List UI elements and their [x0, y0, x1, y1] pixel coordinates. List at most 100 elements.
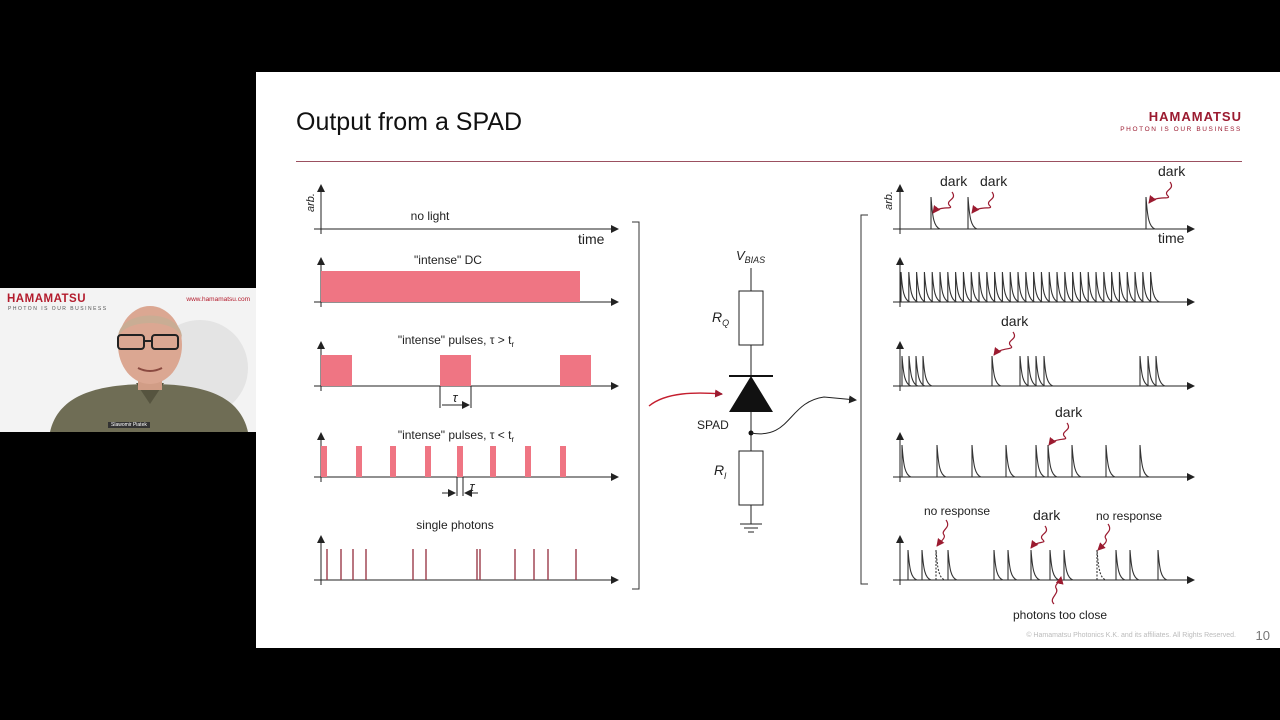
r1-dark-3-label: dark — [1158, 163, 1186, 179]
r3-spike-5 — [991, 355, 1002, 387]
r4-spike-7 — [1071, 444, 1082, 478]
r4-spike-9 — [1139, 444, 1150, 478]
r4-spike-2 — [936, 444, 947, 478]
spad-diode — [729, 376, 773, 412]
label-pulses-long: "intense" pulses, τ > tr — [398, 333, 515, 349]
presenter-video — [50, 306, 248, 432]
presentation-slide: Output from a SPAD HAMAMATSU PHOTON IS O… — [256, 72, 1280, 648]
left-y-axis-label: arb. — [305, 193, 317, 212]
webcam-feed: HAMAMATSU PHOTON IS OUR BUSINESS www.ham… — [0, 288, 256, 432]
short-pulse-5 — [457, 446, 463, 477]
dc-block — [321, 271, 580, 302]
photons-too-close-label: photons too close — [1013, 608, 1107, 622]
r3-dark-label: dark — [1001, 313, 1029, 329]
r3-spike-4 — [922, 355, 933, 387]
r5-spike-4 — [947, 549, 958, 581]
r1-dark-2-label: dark — [980, 173, 1008, 189]
r5-dark-arrow — [1030, 525, 1047, 549]
r5-spike-2 — [921, 549, 932, 581]
r3-dark-arrow — [993, 331, 1015, 356]
no-response-arrow-2 — [1097, 523, 1111, 551]
r4-spike-8 — [1105, 444, 1116, 478]
r4-spike-3 — [971, 444, 982, 478]
r5-spike-6 — [1007, 549, 1018, 581]
left-panel: arb. time no light "intense" DC "intense" pu… — [305, 184, 619, 585]
output-arrow — [750, 395, 857, 435]
r5-spike-13 — [1157, 549, 1168, 581]
r2-spike-33 — [1150, 271, 1160, 303]
r4-spike-1 — [901, 444, 912, 478]
r5-spike-1 — [907, 549, 918, 581]
vbias-label: VBIAS — [736, 248, 765, 265]
slide-title: Output from a SPAD — [296, 108, 523, 136]
r5-dark-label: dark — [1033, 507, 1061, 523]
right-panel: arb. time dark dark dark dark dark no response n… — [883, 163, 1195, 622]
label-pulses-short: "intense" pulses, τ < tr — [398, 428, 515, 444]
right-y-axis-label: arb. — [883, 191, 895, 210]
label-no-light: no light — [411, 209, 450, 223]
r1-spike-3 — [1145, 196, 1156, 230]
r4-dark-arrow — [1048, 422, 1069, 446]
no-response-arrow-1 — [936, 519, 949, 547]
copyright-footer: © Hamamatsu Photonics K.K. and its affil… — [1026, 632, 1236, 639]
r3-spike-7 — [1027, 355, 1038, 387]
long-pulse-1 — [321, 355, 352, 386]
long-pulse-2 — [440, 355, 471, 386]
r3-spike-10 — [1139, 355, 1150, 387]
page-number: 10 — [1255, 628, 1270, 643]
photons-too-close-arrow — [1051, 576, 1064, 605]
rq-label: RQ — [712, 309, 729, 328]
spad-label: SPAD — [697, 418, 729, 432]
logo-name: HAMAMATSU — [1148, 109, 1242, 124]
short-pulse-4 — [425, 446, 431, 477]
short-pulse-6 — [490, 446, 496, 477]
r4-spike-5 — [1035, 444, 1046, 478]
rl-label: Rl — [714, 462, 727, 481]
left-x-axis-label: time — [578, 231, 605, 247]
right-bracket — [860, 214, 868, 585]
r1-dark-1-arrow — [932, 191, 954, 214]
spad-diagram: arb. time no light "intense" DC "intense" pu… — [305, 163, 1195, 622]
participant-name: Slawomir Piatek — [108, 422, 150, 428]
label-intense-dc: "intense" DC — [414, 253, 482, 267]
left-bracket — [632, 221, 640, 590]
no-response-label-2: no response — [1096, 509, 1162, 523]
r5-spike-12 — [1129, 549, 1140, 581]
long-pulse-3 — [560, 355, 591, 386]
r5-spike-11 — [1115, 549, 1126, 581]
r1-spike-1 — [930, 196, 941, 230]
tau-label-short: τ — [470, 479, 476, 494]
title-rule — [296, 161, 1242, 162]
short-pulse-8 — [560, 446, 566, 477]
r5-spike-10 — [1096, 549, 1107, 581]
label-single-photons: single photons — [416, 518, 493, 532]
resistor-rq — [738, 290, 764, 346]
r5-spike-3 — [935, 549, 946, 581]
right-x-axis-label: time — [1158, 230, 1185, 246]
short-pulse-2 — [356, 446, 362, 477]
r4-dark-label: dark — [1055, 404, 1083, 420]
r5-spike-5 — [993, 549, 1004, 581]
r5-spike-9 — [1063, 549, 1074, 581]
resistor-rl — [738, 450, 764, 506]
short-pulse-7 — [525, 446, 531, 477]
short-pulse-1 — [321, 446, 327, 477]
short-pulse-3 — [390, 446, 396, 477]
webcam-logo: HAMAMATSU — [7, 293, 87, 305]
r1-dark-3-arrow — [1148, 181, 1172, 204]
r3-spike-12 — [1155, 355, 1166, 387]
hamamatsu-logo: HAMAMATSU PHOTON IS OUR BUSINESS — [1120, 109, 1242, 133]
r1-dark-2-arrow — [971, 191, 994, 214]
presenter-shirt — [50, 384, 248, 432]
spad-circuit: VBIAS RQ Rl SPAD — [648, 248, 857, 533]
r1-dark-1-label: dark — [940, 173, 968, 189]
r4-spike-4 — [1005, 444, 1016, 478]
r1-spike-2 — [967, 196, 978, 230]
photon-arrow — [648, 389, 723, 407]
presenter-face — [118, 306, 182, 384]
webcam-url: www.hamamatsu.com — [186, 296, 250, 303]
logo-tagline: PHOTON IS OUR BUSINESS — [1120, 126, 1242, 133]
tau-label-long: τ — [453, 390, 459, 405]
webcam-tagline: PHOTON IS OUR BUSINESS — [8, 306, 108, 312]
no-response-label-1: no response — [924, 504, 990, 518]
